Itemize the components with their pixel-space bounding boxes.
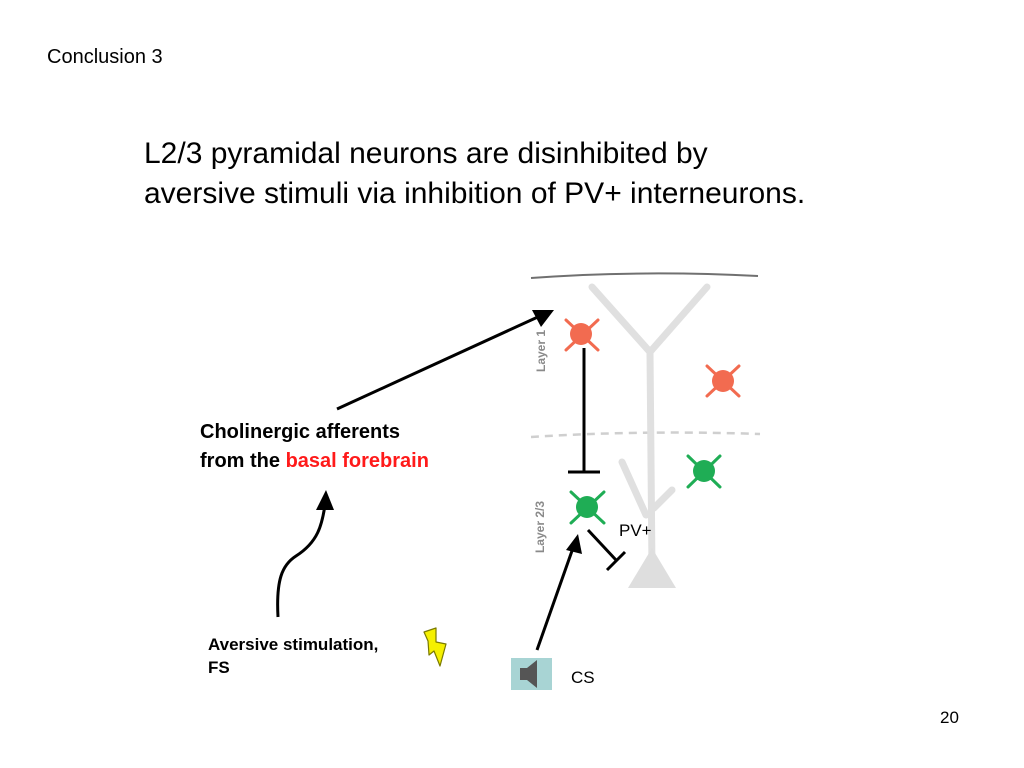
section-label: Conclusion 3 bbox=[47, 46, 163, 68]
statement-line-2: aversive stimuli via inhibition of PV+ i… bbox=[144, 177, 806, 210]
inhibitory-connection-l1-to-pv bbox=[568, 348, 600, 474]
cholinergic-arrow bbox=[336, 310, 554, 411]
cs-label: CS bbox=[571, 668, 595, 687]
aversive-stimulation-label: Aversive stimulation, FS bbox=[208, 633, 378, 679]
main-statement: L2/3 pyramidal neurons are disinhibited … bbox=[144, 134, 964, 214]
layer1-red-neuron-b bbox=[705, 364, 741, 398]
pyramidal-soma bbox=[628, 548, 676, 588]
cholinergic-afferents-label: Cholinergic afferents from the basal for… bbox=[200, 418, 429, 476]
lightning-bolt-icon bbox=[423, 627, 447, 667]
cs-arrow bbox=[535, 534, 582, 651]
statement-line-1: L2/3 pyramidal neurons are disinhibited … bbox=[144, 137, 708, 170]
aversive-line-2: FS bbox=[208, 658, 230, 677]
pv-interneuron bbox=[569, 490, 606, 525]
layer23-label: Layer 2/3 bbox=[533, 500, 547, 554]
green-neuron-right bbox=[686, 454, 722, 489]
inhibitory-connection-pv-to-pyramidal bbox=[586, 528, 627, 572]
cortex-surface-line bbox=[530, 272, 759, 279]
cholinergic-line-2-prefix: from the bbox=[200, 450, 286, 472]
cholinergic-line-2: from the basal forebrain bbox=[200, 447, 429, 476]
speaker-icon bbox=[511, 658, 552, 690]
pv-label: PV+ bbox=[619, 521, 652, 540]
aversive-line-1: Aversive stimulation, bbox=[208, 635, 379, 654]
cholinergic-line-1: Cholinergic afferents bbox=[200, 421, 401, 443]
pyramidal-neuron bbox=[588, 283, 711, 574]
layer-boundary-line bbox=[530, 431, 761, 439]
basal-forebrain-highlight: basal forebrain bbox=[285, 450, 429, 472]
layer1-label: Layer 1 bbox=[534, 329, 548, 373]
aversive-to-cholinergic-arrow bbox=[276, 490, 334, 618]
layer1-red-neuron-a bbox=[564, 318, 600, 352]
page-number: 20 bbox=[940, 708, 959, 727]
